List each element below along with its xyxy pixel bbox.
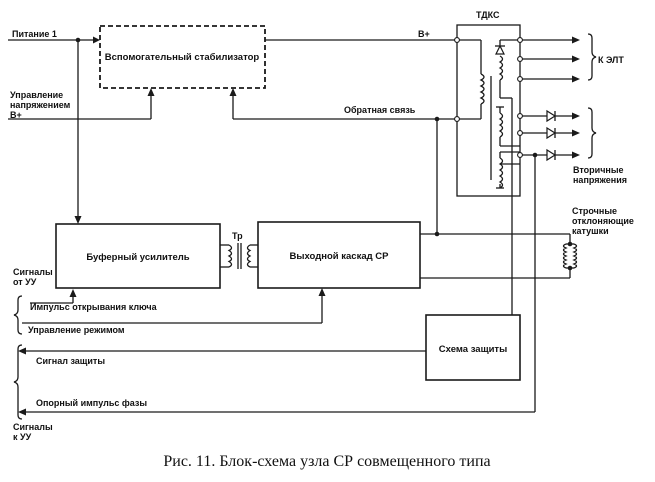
- label-coils-3: катушки: [572, 226, 609, 236]
- terminal-b-plus: [454, 37, 460, 43]
- buffer-amp-block: [55, 223, 221, 289]
- coil-terminal-top: [567, 241, 573, 247]
- coupling-transformer-label: Тр: [232, 231, 243, 241]
- tr-primary-winding: [227, 244, 233, 268]
- label-secondary-2: напряжения: [573, 175, 627, 185]
- flyback-frame: [456, 24, 521, 197]
- protection-label: Схема защиты: [439, 344, 507, 355]
- hv-diode-icon: [495, 44, 505, 55]
- arrow-sec-2: [572, 129, 580, 137]
- brace-crt: [587, 33, 597, 81]
- arrow-sec-1: [572, 112, 580, 120]
- junction-power1: [75, 37, 81, 43]
- label-from-cu-2: от УУ: [13, 277, 37, 287]
- label-from-cu-1: Сигналы: [13, 267, 53, 277]
- label-b-plus: B+: [418, 29, 430, 39]
- arrow-key-pulse: [69, 289, 77, 297]
- terminal-crt-3: [517, 76, 523, 82]
- aux-stabilizer-block: [99, 25, 266, 89]
- secondary-winding-2: [498, 157, 504, 189]
- arrow-feedback: [229, 88, 237, 96]
- output-stage-label: Выходной каскад СР: [290, 251, 390, 262]
- label-key-pulse: Импульс открывания ключа: [30, 302, 158, 312]
- coil-terminal-bottom: [567, 265, 573, 271]
- label-voltage-control-2: напряжением: [10, 100, 71, 110]
- label-voltage-control-3: B+: [10, 110, 22, 120]
- label-feedback: Обратная связь: [344, 105, 416, 115]
- label-coils-1: Строчные: [572, 206, 617, 216]
- primary-winding: [479, 73, 485, 105]
- arrow-voltage-control: [147, 88, 155, 96]
- label-mode-control: Управление режимом: [28, 325, 125, 335]
- terminal-crt-2: [517, 56, 523, 62]
- terminal-crt-1: [517, 37, 523, 43]
- label-secondary-1: Вторичные: [573, 165, 624, 175]
- deflection-coil-icon: [562, 243, 578, 269]
- arrow-sec-3: [572, 151, 580, 159]
- label-to-cu-1: Сигналы: [13, 422, 53, 432]
- terminal-sec-3: [517, 152, 523, 158]
- arrow-phase-ref: [18, 408, 26, 416]
- label-phase-ref: Опорный импульс фазы: [36, 398, 147, 408]
- buffer-amp-label: Буферный усилитель: [86, 252, 189, 263]
- brace-to-cu: [13, 344, 23, 420]
- arrow-crt-1: [572, 36, 580, 44]
- label-to-crt: К ЭЛТ: [598, 55, 624, 65]
- brace-from-cu: [13, 295, 23, 335]
- diode-icon: [546, 148, 557, 162]
- terminal-sec-2: [517, 130, 523, 136]
- arrow-crt-2: [572, 55, 580, 63]
- arrow-protection-signal: [18, 347, 26, 355]
- diode-icon: [546, 109, 557, 123]
- figure-caption: Рис. 11. Блок-схема узла СР совмещенного…: [163, 453, 490, 470]
- terminal-sec-1: [517, 113, 523, 119]
- label-power1: Питание 1: [12, 29, 57, 39]
- protection-block: [425, 314, 521, 381]
- arrow-power1: [93, 36, 100, 44]
- secondary-winding-1: [498, 112, 504, 138]
- junction-output: [434, 231, 440, 237]
- flyback-label: ТДКС: [476, 10, 500, 20]
- label-protection-signal: Сигнал защиты: [36, 356, 105, 366]
- tr-secondary-winding: [246, 244, 252, 268]
- diode-icon: [546, 126, 557, 140]
- arrow-buffer-power: [74, 216, 82, 224]
- arrow-mode-control: [318, 288, 326, 296]
- aux-stabilizer-label: Вспомогательный стабилизатор: [105, 52, 260, 63]
- terminal-feedback: [454, 116, 460, 122]
- label-coils-2: отклоняющие: [572, 216, 634, 226]
- hv-winding: [498, 55, 504, 81]
- output-stage-block: [257, 221, 421, 289]
- brace-secondary: [587, 107, 597, 159]
- label-voltage-control-1: Управление: [10, 90, 63, 100]
- arrow-crt-3: [572, 75, 580, 83]
- label-to-cu-2: к УУ: [13, 432, 32, 442]
